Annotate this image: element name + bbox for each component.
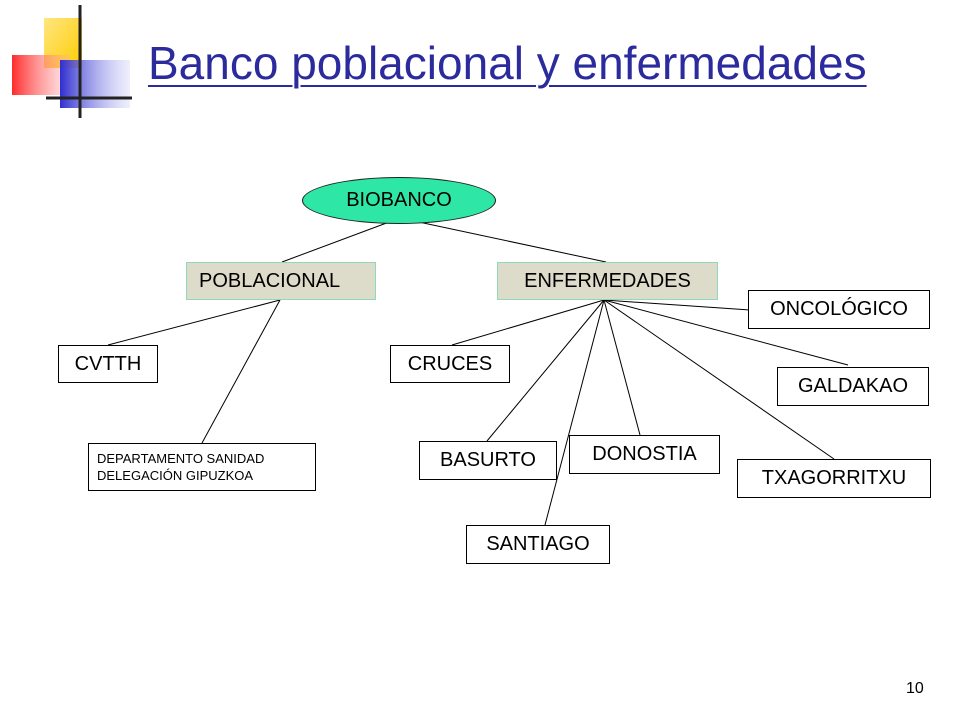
slide-title: Banco poblacional y enfermedades: [148, 37, 867, 89]
link-enfermedades-oncologico: [603, 299, 751, 311]
link-enfermedades-santiago: [544, 299, 605, 526]
node-poblacional: POBLACIONAL: [186, 262, 376, 300]
link-enfermedades-cruces: [451, 299, 605, 346]
link-poblacional-cvtth: [107, 299, 281, 346]
node-biobanco: BIOBANCO: [302, 177, 496, 224]
page-number: 10: [906, 680, 924, 697]
node-cvtth: CVTTH: [58, 345, 158, 383]
node-departamento-line1: DEPARTAMENTO SANIDAD: [97, 451, 265, 466]
link-root-poblacional: [281, 217, 401, 263]
node-galdakao: GALDAKAO: [777, 367, 929, 406]
link-enfermedades-txagorritxu: [603, 299, 835, 460]
link-enfermedades-galdakao: [603, 299, 849, 366]
link-poblacional-departamento: [201, 299, 281, 444]
slide-logo: [12, 5, 132, 118]
node-basurto: BASURTO: [419, 441, 557, 480]
link-root-enfermedades: [399, 217, 607, 263]
node-enfermedades: ENFERMEDADES: [497, 262, 718, 300]
node-departamento-line2: DELEGACIÓN GIPUZKOA: [97, 468, 254, 483]
node-oncologico: ONCOLÓGICO: [748, 290, 930, 329]
node-departamento-sanidad: DEPARTAMENTO SANIDAD DELEGACIÓN GIPUZKOA: [88, 443, 316, 491]
link-enfermedades-donostia: [603, 299, 641, 436]
node-donostia: DONOSTIA: [569, 435, 720, 474]
node-cruces: CRUCES: [390, 345, 510, 383]
link-enfermedades-basurto: [486, 299, 605, 442]
node-txagorritxu: TXAGORRITXU: [737, 459, 931, 498]
node-santiago: SANTIAGO: [466, 525, 610, 564]
